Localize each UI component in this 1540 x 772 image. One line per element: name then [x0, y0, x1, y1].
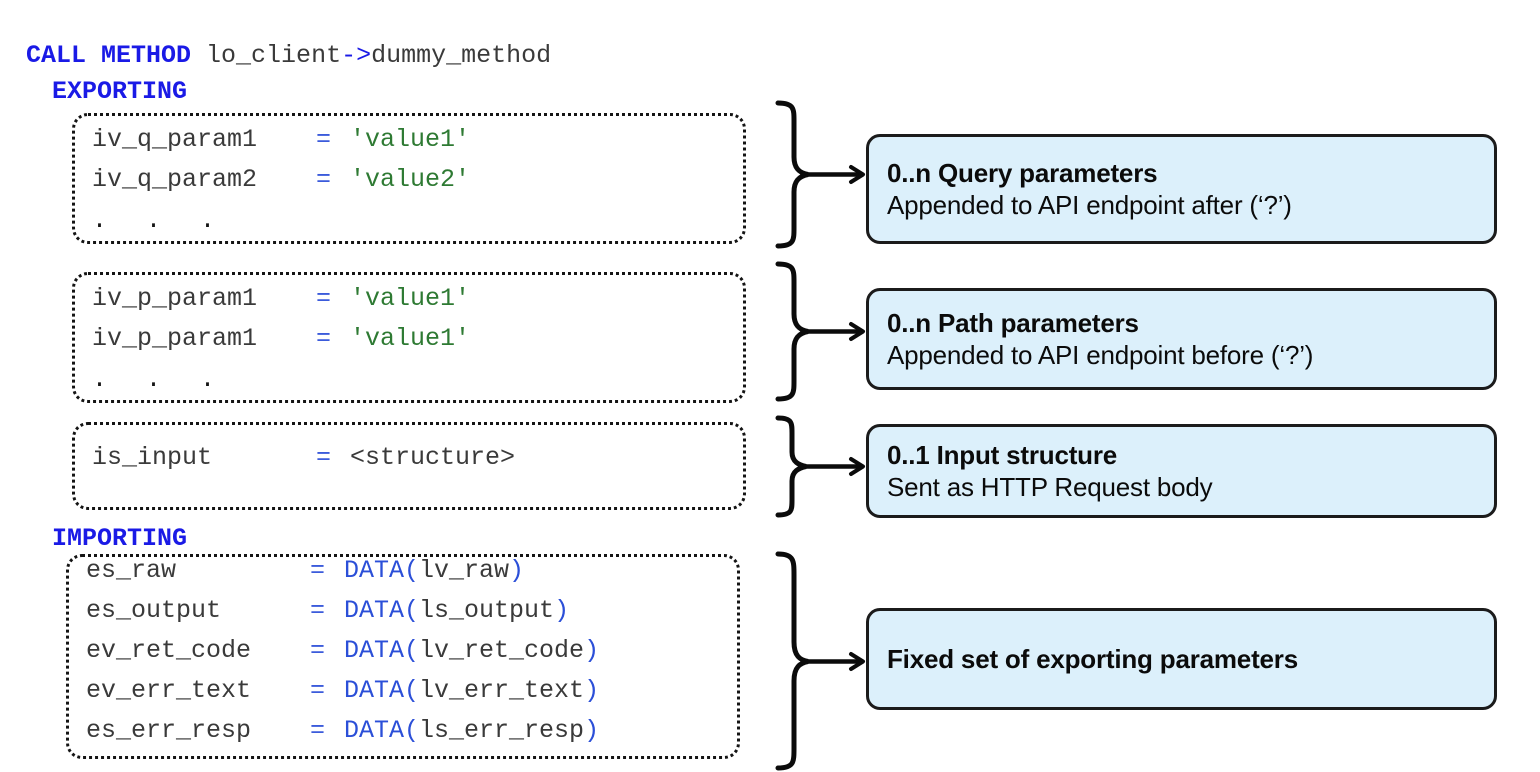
paren-close: )	[554, 596, 570, 625]
importing-params-box	[66, 554, 740, 759]
callout-title: 0..n Query parameters	[887, 158, 1158, 188]
connector-query-params	[775, 100, 865, 249]
assign-operator: =	[316, 443, 332, 472]
callout-title: Fixed set of exporting parameters	[887, 644, 1298, 674]
paren-open: (	[404, 556, 420, 585]
data-argument: lv_ret_code	[419, 636, 585, 665]
assign-operator: =	[316, 165, 332, 194]
callout-title: 0..1 Input structure	[887, 440, 1118, 470]
param-name: iv_q_param1	[92, 125, 258, 154]
param-name: es_raw	[86, 556, 177, 585]
param-value: 'value1'	[350, 284, 471, 313]
param-name: iv_q_param2	[92, 165, 258, 194]
data-argument: ls_err_resp	[419, 716, 585, 745]
code-row: es_output = DATA(ls_output)	[86, 598, 569, 623]
data-keyword: DATA	[344, 636, 405, 665]
assign-operator: =	[316, 324, 332, 353]
param-value: 'value1'	[350, 125, 471, 154]
assign-operator: =	[310, 596, 326, 625]
assign-operator: =	[316, 125, 332, 154]
call-method-space	[191, 41, 206, 70]
brace-icon	[775, 261, 809, 402]
param-name: iv_p_param1	[92, 324, 258, 353]
data-keyword: DATA	[344, 556, 405, 585]
param-name: is_input	[92, 443, 213, 472]
code-row: iv_q_param2 = 'value2'	[92, 167, 470, 192]
code-row: iv_q_param1 = 'value1'	[92, 127, 470, 152]
connector-input-structure	[775, 415, 865, 518]
code-row: ev_err_text = DATA(lv_err_text)	[86, 678, 599, 703]
exporting-keyword: EXPORTING	[52, 77, 188, 106]
callout-query-params: 0..n Query parameters Appended to API en…	[866, 134, 1497, 244]
param-name: iv_p_param1	[92, 284, 258, 313]
ellipsis: . . .	[92, 206, 219, 235]
call-method-line: CALL METHOD lo_client->dummy_method	[26, 43, 551, 68]
callout-path-params: 0..n Path parameters Appended to API end…	[866, 288, 1497, 390]
query-params-box	[72, 113, 746, 244]
callout-input-structure: 0..1 Input structure Sent as HTTP Reques…	[866, 424, 1497, 518]
brace-icon	[775, 551, 809, 771]
code-row: iv_p_param1 = 'value1'	[92, 326, 470, 351]
param-name: es_output	[86, 596, 222, 625]
paren-open: (	[404, 636, 420, 665]
data-keyword: DATA	[344, 716, 405, 745]
assign-operator: =	[310, 556, 326, 585]
code-row: es_raw = DATA(lv_raw)	[86, 558, 524, 583]
call-method-name: dummy_method	[371, 41, 552, 70]
paren-open: (	[404, 716, 420, 745]
arrow-head-icon	[849, 652, 865, 671]
data-argument: lv_err_text	[419, 676, 585, 705]
code-row: iv_p_param1 = 'value1'	[92, 286, 470, 311]
path-params-box	[72, 272, 746, 403]
data-argument: lv_raw	[419, 556, 510, 585]
code-row: ev_ret_code = DATA(lv_ret_code)	[86, 638, 599, 663]
param-name: es_err_resp	[86, 716, 252, 745]
brace-icon	[775, 100, 809, 249]
input-structure-box	[72, 422, 746, 510]
assign-operator: =	[316, 284, 332, 313]
callout-subtitle: Appended to API endpoint before (‘?’)	[887, 340, 1314, 370]
param-value: 'value2'	[350, 165, 471, 194]
paren-close: )	[584, 636, 600, 665]
arrow-head-icon	[849, 322, 865, 341]
assign-operator: =	[310, 676, 326, 705]
data-keyword: DATA	[344, 596, 405, 625]
callout-title: 0..n Path parameters	[887, 308, 1139, 338]
connector-importing-params	[775, 551, 865, 771]
assign-operator: =	[310, 636, 326, 665]
paren-open: (	[404, 676, 420, 705]
param-name: ev_err_text	[86, 676, 252, 705]
assign-operator: =	[310, 716, 326, 745]
param-value: 'value1'	[350, 324, 471, 353]
paren-close: )	[509, 556, 525, 585]
object-arrow-icon: ->	[341, 41, 372, 70]
call-method-keyword: CALL METHOD	[26, 41, 192, 70]
arrow-head-icon	[849, 457, 865, 476]
paren-close: )	[584, 676, 600, 705]
code-row: is_input = <structure>	[92, 445, 515, 470]
param-value: <structure>	[350, 443, 516, 472]
callout-subtitle: Sent as HTTP Request body	[887, 472, 1213, 502]
callout-importing-params: Fixed set of exporting parameters	[866, 608, 1497, 710]
paren-open: (	[404, 596, 420, 625]
brace-icon	[775, 415, 807, 518]
param-name: ev_ret_code	[86, 636, 252, 665]
connector-path-params	[775, 261, 865, 402]
data-argument: ls_output	[419, 596, 555, 625]
ellipsis: . . .	[92, 365, 219, 394]
importing-keyword: IMPORTING	[52, 524, 188, 553]
arrow-head-icon	[849, 165, 865, 184]
callout-subtitle: Appended to API endpoint after (‘?’)	[887, 190, 1292, 220]
data-keyword: DATA	[344, 676, 405, 705]
code-row: es_err_resp = DATA(ls_err_resp)	[86, 718, 599, 743]
call-target-object: lo_client	[206, 41, 342, 70]
paren-close: )	[584, 716, 600, 745]
